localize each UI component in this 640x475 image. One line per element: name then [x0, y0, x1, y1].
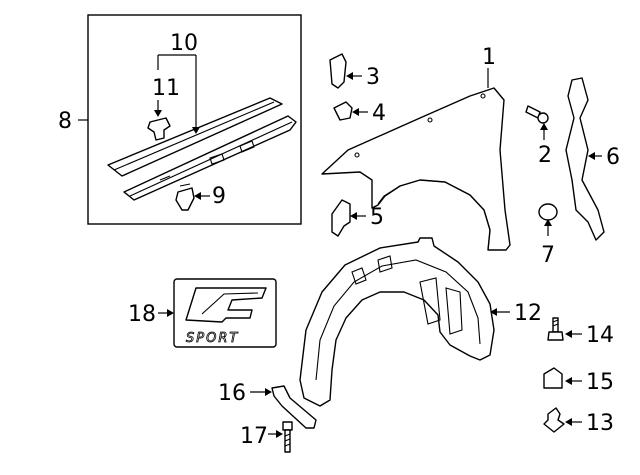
- arrow-18: [167, 309, 174, 317]
- arrow-14: [565, 330, 572, 338]
- arrow-4: [352, 108, 359, 116]
- arrow-6: [588, 152, 595, 160]
- plug-7: [538, 203, 558, 221]
- fender-bracket-3: [329, 53, 347, 89]
- callout-13: 13: [586, 411, 614, 436]
- callout-2: 2: [538, 143, 552, 168]
- arrow-12: [490, 308, 497, 316]
- liner-bracket-16: [271, 385, 317, 429]
- arrow-17: [276, 430, 283, 438]
- bolt-2-head: [537, 112, 549, 124]
- push-clip-head: [179, 183, 191, 187]
- callout-5: 5: [370, 205, 384, 230]
- nut-clip-15: [543, 367, 563, 389]
- arrow-7: [544, 219, 552, 226]
- fender-hole: [480, 93, 486, 99]
- arrow-2: [540, 123, 548, 130]
- callout-12: 12: [514, 301, 542, 326]
- bolt-17-thread: [284, 433, 291, 447]
- arrow-9: [194, 192, 201, 200]
- emblem-sport-text: SPORT: [186, 331, 239, 346]
- arrow-11: [154, 110, 162, 117]
- callout-9: 9: [212, 184, 226, 209]
- callout-11: 11: [152, 76, 180, 101]
- emblem-logo-swoosh: [201, 292, 259, 315]
- arrow-10: [192, 127, 200, 134]
- clip-13: [543, 407, 565, 433]
- callout-3: 3: [366, 65, 380, 90]
- lower-molding-edge: [129, 121, 293, 197]
- callout-1: 1: [482, 45, 496, 70]
- molding-clip: [147, 117, 171, 141]
- callout-18: 18: [128, 302, 156, 327]
- callout-16: 16: [218, 381, 246, 406]
- upper-molding-edge: [113, 101, 275, 171]
- fender-bracket-5: [331, 199, 351, 237]
- callout-4: 4: [372, 101, 386, 126]
- callout-15: 15: [586, 370, 614, 395]
- callout-8: 8: [58, 109, 72, 134]
- fender-liner-details: [351, 255, 463, 335]
- arrow-15: [565, 377, 572, 385]
- fender-liner: [299, 237, 495, 407]
- fender-wheel-arch: [377, 179, 491, 251]
- callout-10: 10: [170, 31, 198, 56]
- screw-14-head: [547, 331, 564, 341]
- push-clip: [175, 187, 195, 211]
- callout-7: 7: [541, 243, 555, 268]
- fender-liner-rib: [315, 259, 481, 381]
- emblem-logo: [185, 287, 267, 323]
- callout-6: 6: [606, 145, 620, 170]
- screw-14-thread: [552, 319, 559, 327]
- fender-seal-6: [565, 77, 605, 241]
- bolt-17-head: [282, 421, 293, 431]
- arrow-16: [265, 388, 272, 396]
- molding-clip-seats: [159, 140, 255, 181]
- arrow-13: [565, 418, 572, 426]
- arrow-3: [346, 72, 353, 80]
- fender-hole: [354, 152, 360, 158]
- fender-bracket-4: [333, 101, 353, 121]
- callout-17: 17: [240, 424, 268, 449]
- callout-14: 14: [586, 323, 614, 348]
- arrow-5: [350, 212, 357, 220]
- fender-hole: [427, 117, 433, 123]
